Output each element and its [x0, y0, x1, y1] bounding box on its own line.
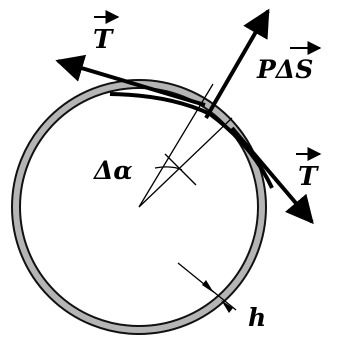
svg-text:T: T: [298, 162, 319, 192]
thickness-arrow-inner: [221, 300, 233, 313]
pressure-force-vector: [204, 8, 270, 120]
label-thickness: h: [248, 303, 266, 332]
thickness-arrows: [202, 280, 233, 313]
angle-leader: [164, 153, 197, 186]
label-tension-left: T: [93, 10, 120, 55]
radius-line-right: [138, 117, 233, 208]
svg-text:PΔS: PΔS: [256, 55, 313, 84]
svg-text:T: T: [93, 25, 114, 55]
label-tension-right: T: [296, 147, 322, 192]
thickness-arrow-outer: [202, 280, 214, 293]
tension-vector-right: [230, 126, 314, 225]
tension-vector-left: [55, 54, 206, 107]
label-pressure-force: PΔS: [256, 41, 322, 84]
label-angle: Δα: [92, 156, 133, 185]
